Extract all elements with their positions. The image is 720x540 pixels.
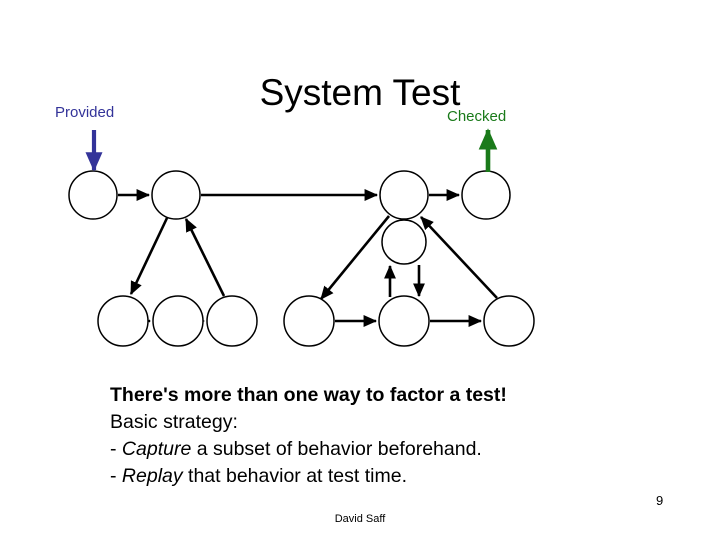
body-line-4-dash: - — [110, 465, 122, 487]
graph-edges — [118, 189, 498, 327]
graph-node — [483, 295, 535, 347]
provided-label: Provided — [55, 104, 115, 121]
graph-node — [461, 170, 511, 220]
graph-node — [68, 170, 118, 220]
edge-n8-n2 — [184, 218, 226, 297]
page-number: 9 — [656, 493, 664, 508]
graph-node — [283, 295, 335, 347]
body-line-3-rest: a subset of behavior beforehand. — [191, 438, 482, 460]
body-line-4-rest: that behavior at test time. — [182, 465, 407, 487]
body-text-block: There's more than one way to factor a te… — [110, 382, 670, 490]
graph-node — [206, 295, 258, 347]
edge-n11-n3 — [420, 216, 498, 299]
body-line-3-emphasis: Capture — [121, 438, 192, 460]
body-line-3: - Capture a subset of behavior beforehan… — [110, 436, 670, 463]
graph-node — [381, 219, 427, 265]
edge-n2-n6 — [129, 217, 169, 295]
graph-node — [378, 295, 430, 347]
graph-node — [379, 170, 429, 220]
page-title: System Test — [259, 71, 461, 113]
edge-n3-n9 — [319, 215, 391, 300]
graph-node — [151, 170, 201, 220]
checked-label: Checked — [447, 108, 507, 125]
body-line-2: Basic strategy: — [110, 411, 238, 433]
graph-node — [152, 295, 204, 347]
body-line-4-emphasis: Replay — [121, 465, 183, 487]
body-line-1: There's more than one way to factor a te… — [110, 384, 507, 406]
footer-author: David Saff — [334, 513, 386, 525]
body-line-3-dash: - — [110, 438, 122, 460]
body-line-4: - Replay that behavior at test time. — [110, 463, 670, 490]
graph-node — [97, 295, 149, 347]
graph-nodes — [68, 170, 535, 347]
